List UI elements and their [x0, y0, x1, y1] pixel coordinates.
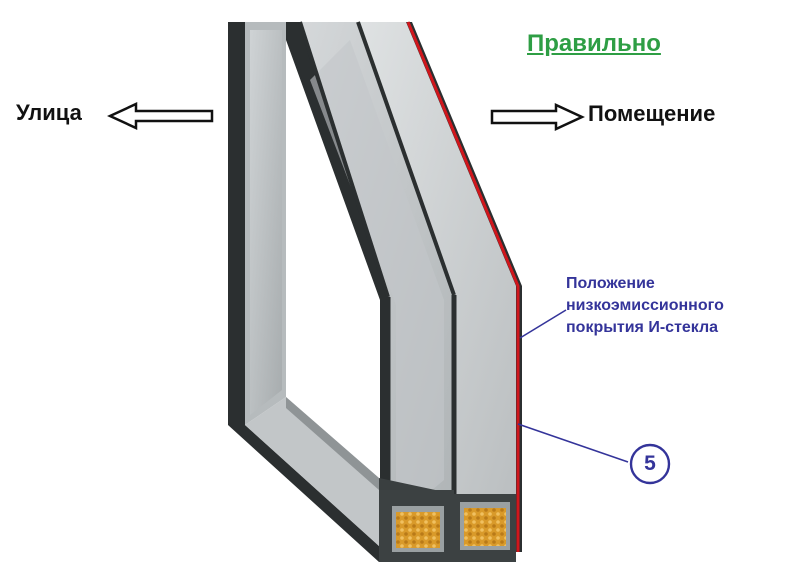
inside-label: Помещение	[588, 101, 715, 127]
desiccant-spacer-2	[460, 502, 510, 550]
coating-note-line-3: покрытия И-стекла	[566, 317, 724, 339]
surface-number: 5	[628, 444, 672, 484]
diagram-title: Правильно	[527, 30, 661, 58]
coating-note-line-2: низкоэмиссионного	[566, 295, 724, 317]
arrow-left-icon	[110, 104, 212, 128]
coating-note-line-1: Положение	[566, 273, 724, 295]
coating-leader-line	[520, 310, 566, 338]
surface-leader-line	[518, 424, 628, 462]
desiccant-spacer-1	[392, 506, 444, 552]
arrow-right-icon	[492, 105, 582, 129]
outside-label: Улица	[16, 100, 82, 126]
coating-note: Положение низкоэмиссионного покрытия И-с…	[566, 273, 724, 339]
